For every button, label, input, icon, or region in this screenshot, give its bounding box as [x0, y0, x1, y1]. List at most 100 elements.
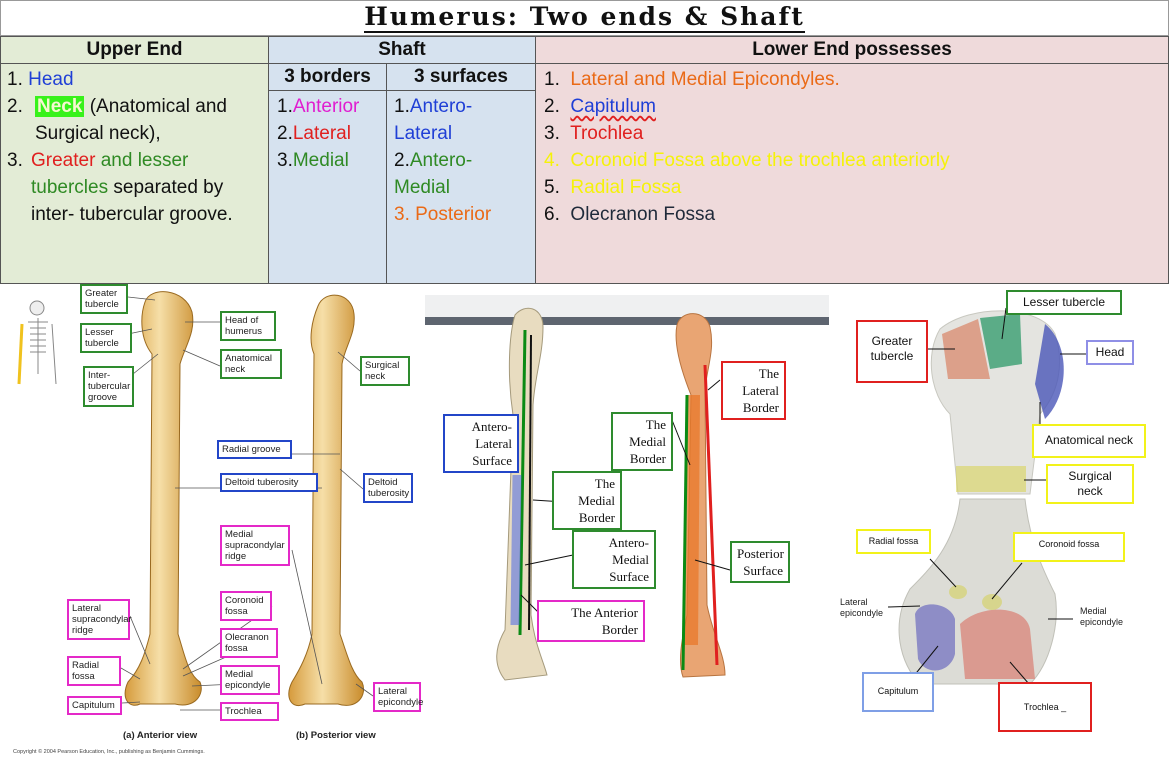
surfaces-cell: 1.Antero-Lateral 2.Antero-Medial 3. Post… — [386, 90, 536, 284]
posterior-surface-text: Posterior — [409, 204, 492, 225]
item-number: 4. — [544, 150, 560, 171]
capitulum-text: Capitulum — [570, 96, 656, 117]
lower-item-2: 2. Capitulum — [544, 93, 1160, 120]
olecranon-fossa-text: Olecranon Fossa — [570, 204, 716, 225]
borders-header: 3 borders — [268, 63, 387, 91]
upper-item-3: 3. Greater and lesser tubercles separate… — [7, 147, 262, 228]
anterior-humerus — [124, 291, 202, 706]
coronoid-fossa-label: Coronoid fossa — [220, 591, 272, 621]
item-number: 3. — [544, 123, 560, 144]
upper-item-1: 1. Head — [7, 66, 262, 93]
deltoid-tuberosity-label: Deltoid tuberosity — [220, 473, 318, 492]
item-number: 3. — [277, 150, 293, 171]
bone-ends-illustration — [887, 307, 1086, 685]
antero-medial-surface-label: Antero-Medial Surface — [572, 530, 656, 589]
capitulum-label: Capitulum — [67, 696, 122, 715]
head-of-humerus-label: Head of humerus — [220, 311, 276, 341]
lateral-supracondylar-ridge-label: Lateral supracondylar ridge — [67, 599, 132, 640]
greater-tubercle-label: Greater tubercle — [80, 284, 128, 314]
head-label: Head — [1086, 340, 1134, 365]
item-number: 6. — [544, 204, 560, 225]
shaft-illustration — [425, 295, 829, 681]
tubercle-rest: separated by inter- tubercular groove. — [31, 177, 233, 225]
surface-item-1: 1.Antero-Lateral — [394, 93, 494, 147]
and-text: and — [95, 150, 138, 171]
lesser-tubercle-label: Lesser tubercle — [1006, 290, 1122, 315]
lower-item-4: 4. Coronoid Fossa above the trochlea ant… — [544, 147, 1160, 174]
anterior-border-text: Anterior — [292, 96, 360, 117]
surgical-neck-region — [956, 466, 1026, 492]
title-bar: Humerus: Two ends & Shaft — [0, 0, 1169, 36]
medial-epicondyle-label: Medial epicondyle — [1080, 606, 1124, 627]
upper-item-3-body: Greater and lesser tubercles separated b… — [31, 147, 262, 228]
shaft-header: Shaft — [268, 36, 536, 64]
radial-fossa-region — [949, 585, 967, 599]
upper-item-2: 2. Neck (Anatomical and Surgical neck), — [7, 93, 262, 147]
greater-tubercle-label: Greater tubercle — [856, 320, 928, 383]
anatomical-neck-label: Anatomical neck — [1032, 424, 1146, 458]
posterior-view-caption: (b) Posterior view — [296, 730, 376, 741]
border-item-1: 1.Anterior — [277, 93, 378, 120]
radial-fossa-label: Radial fossa — [856, 529, 931, 554]
surfaces-header: 3 surfaces — [386, 63, 536, 91]
surface-item-2: 2.Antero-Medial — [394, 147, 494, 201]
olecranon-fossa-label: Olecranon fossa — [220, 628, 278, 658]
antero-lateral-text: Antero-Lateral — [394, 96, 473, 144]
item-number: 2. — [544, 96, 560, 117]
lower-item-1: 1. Lateral and Medial Epicondyles. — [544, 66, 1160, 93]
intertubercular-groove-label: Inter- tubercular groove — [83, 366, 134, 407]
border-item-3: 3.Medial — [277, 147, 378, 174]
trochlea-label: Trochlea _ — [998, 682, 1092, 732]
lateral-border-text: Lateral — [292, 123, 351, 144]
capitulum-region — [915, 604, 955, 671]
item-number: 1. — [394, 96, 410, 117]
lower-item-5: 5. Radial Fossa — [544, 174, 1160, 201]
coronoid-fossa-region — [982, 594, 1002, 610]
lateral-epicondyle-label: Lateral epicondyle — [840, 597, 884, 618]
item-number: 2. — [277, 123, 293, 144]
epicondyles-text: Lateral and Medial Epicondyles. — [570, 69, 840, 90]
item-number: 2. — [7, 96, 23, 117]
trochlea-region — [960, 609, 1035, 679]
page-title: Humerus: Two ends & Shaft — [364, 2, 805, 33]
head-text: Head — [28, 69, 74, 90]
item-number: 1. — [7, 69, 23, 90]
upper-end-cell: 1. Head 2. Neck (Anatomical and Surgical… — [0, 63, 269, 284]
trochlea-text: Trochlea — [570, 123, 644, 144]
border-item-2: 2.Lateral — [277, 120, 378, 147]
capitulum-label: Capitulum — [862, 672, 934, 712]
lesser-tubercle-region — [980, 314, 1022, 369]
lateral-epicondyle-label: Lateral epicondyle — [373, 682, 423, 712]
lateral-border-label: The Lateral Border — [721, 361, 786, 420]
medial-border-label-anterior: The Medial Border — [552, 471, 622, 530]
posterior-surface-label: Posterior Surface — [730, 541, 790, 583]
coronoid-fossa-text: Coronoid Fossa above the trochlea anteri… — [570, 150, 950, 171]
anterior-view-caption: (a) Anterior view — [123, 730, 198, 741]
anatomical-neck-label: Anatomical neck — [220, 349, 282, 379]
medial-supracondylar-ridge-label: Medial supracondylar ridge — [220, 525, 290, 566]
humerus-views-figure: Greater tubercle Lesser tubercle Inter- … — [0, 284, 424, 763]
summary-table: Upper End Shaft Lower End possesses 1. H… — [0, 36, 1169, 284]
lesser-tubercle-label: Lesser tubercle — [80, 323, 132, 353]
item-number: 1. — [277, 96, 293, 117]
surface-item-3: 3. Posterior — [394, 201, 528, 228]
item-number: 1. — [544, 69, 560, 90]
posterior-humerus — [288, 294, 364, 706]
borders-cell: 1.Anterior 2.Lateral 3.Medial — [268, 90, 387, 284]
upper-end-header: Upper End — [0, 36, 269, 64]
antero-lateral-surface-label: Antero-Lateral Surface — [443, 414, 519, 473]
copyright-text: Copyright © 2004 Pearson Education, Inc.… — [13, 749, 205, 755]
radial-fossa-label: Radial fossa — [67, 656, 121, 686]
medial-border-text: Medial — [292, 150, 349, 171]
trochlea-label: Trochlea — [220, 702, 279, 721]
lower-end-header: Lower End possesses — [535, 36, 1169, 64]
deltoid-tuberosity-posterior-label: Deltoid tuberosity — [363, 473, 413, 503]
lower-item-6: 6. Olecranon Fossa — [544, 201, 1160, 228]
item-number: 2. — [394, 150, 410, 171]
head-region — [1035, 324, 1064, 419]
greater-text: Greater — [31, 150, 96, 171]
item-number: 3. — [7, 150, 23, 171]
surgical-neck-label: Surgical neck — [1046, 464, 1134, 504]
radial-fossa-text: Radial Fossa — [570, 177, 682, 198]
surgical-neck-label: Surgical neck — [360, 356, 410, 386]
